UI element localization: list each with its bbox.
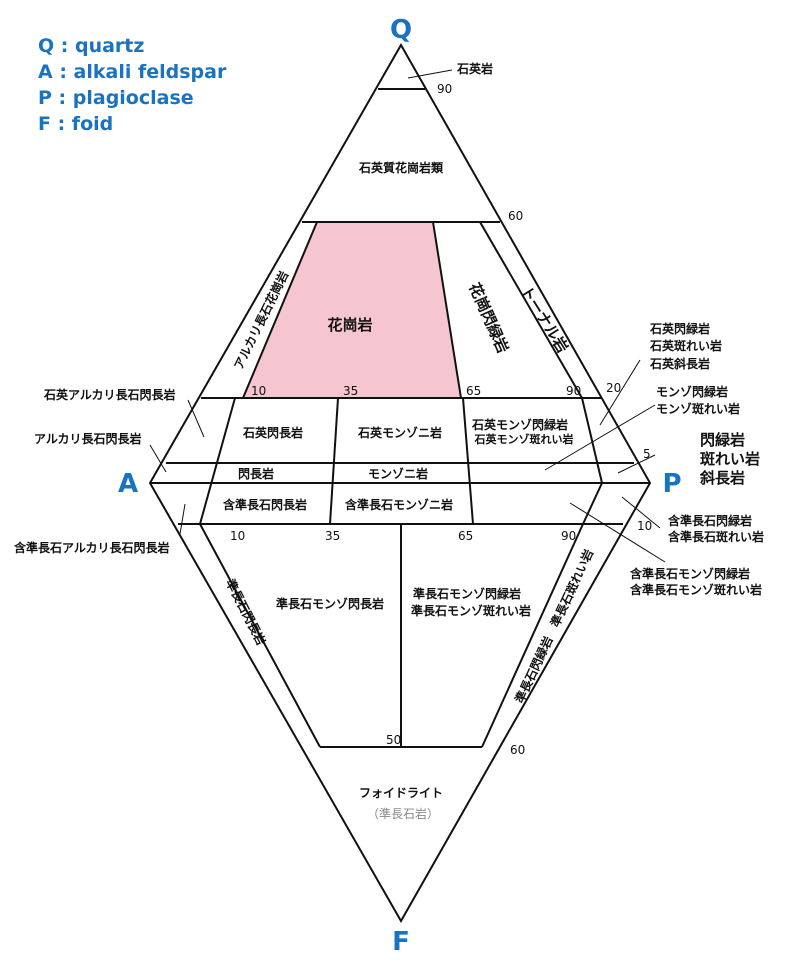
leader-quartzolite (407, 69, 453, 79)
leader-fas (179, 503, 186, 535)
vertex-a: A (118, 469, 138, 499)
leader-md (544, 404, 656, 471)
legend-a: A : alkali feldspar (38, 61, 227, 83)
line-m35 (329, 397, 339, 525)
tick-f50: 50 (386, 733, 401, 747)
tick-l10: 10 (230, 529, 245, 543)
field-monzonite: モンゾニ岩 (368, 466, 428, 481)
leader-fd (621, 496, 661, 529)
field-foidolite: フォイドライト (359, 786, 443, 800)
tick-q5: 5 (643, 447, 651, 461)
leader-qd (599, 359, 641, 426)
field-foidolite-sub: （準長石岩） (367, 806, 439, 821)
field-tonalite: トーナル岩 (517, 283, 572, 356)
line-u90 (479, 221, 583, 399)
field-foid-monzodiorite-2: 準長石モンゾ斑れい岩 (411, 603, 531, 618)
legend-p: P : plagioclase (38, 87, 194, 109)
callout-diorite-2: 斑れい岩 (700, 450, 760, 468)
vertex-f: F (392, 927, 410, 957)
field-syenite: 閃長岩 (238, 466, 274, 481)
line-m10 (199, 397, 236, 525)
callout-foid-alkali-syenite: 含準長石アルカリ長石閃長岩 (14, 540, 170, 555)
tick-f60: 60 (510, 743, 525, 757)
tick-u90: 90 (566, 384, 581, 398)
field-quartz-monzodiorite-2: 石英モンゾ斑れい岩 (474, 432, 574, 446)
line-l10 (199, 523, 321, 748)
field-granodiorite: 花崗閃緑岩 (465, 280, 512, 356)
legend: Q : quartz A : alkali feldspar P : plagi… (38, 33, 226, 137)
callout-quartz-alkali-syenite: 石英アルカリ長石閃長岩 (43, 387, 176, 402)
legend-f: F : foid (38, 113, 114, 135)
callout-diorite-1: 閃緑岩 (700, 431, 745, 449)
leader-d (617, 454, 656, 474)
field-foid-diorite: 準長石閃緑岩 準長石斑れい岩 (512, 547, 597, 706)
line-m65 (462, 397, 474, 525)
line-m90 (581, 397, 603, 484)
tick-f10: 10 (637, 519, 652, 533)
field-foid-monzonite: 含準長石モンゾニ岩 (345, 497, 453, 512)
field-quartzolite: 石英岩 (456, 61, 493, 76)
callout-foid-diorite-1: 含準長石閃緑岩 (668, 513, 752, 528)
tick-l90: 90 (561, 529, 576, 543)
tick-q60: 60 (508, 209, 523, 223)
legend-q: Q : quartz (38, 35, 145, 57)
field-foid-monzodiorite-1: 準長石モンゾ閃緑岩 (413, 586, 521, 601)
tick-u65: 65 (466, 384, 481, 398)
callout-quartz-diorite-2: 石英斑れい岩 (649, 338, 722, 353)
field-quartz-syenite: 石英閃長岩 (242, 425, 303, 440)
vertex-p: P (662, 469, 681, 499)
field-granite: 花崗岩 (327, 316, 372, 334)
callout-monzodiorite-2: モンゾ斑れい岩 (656, 401, 740, 416)
tick-l65: 65 (458, 529, 473, 543)
callout-foid-monzodiorite-2: 含準長石モンゾ斑れい岩 (630, 582, 762, 597)
callout-diorite-3: 斜長岩 (699, 469, 745, 487)
diagram-outline (148, 42, 652, 924)
granite-field (243, 222, 461, 398)
field-quartz-rich-granitoid: 石英質花崗岩類 (358, 160, 444, 175)
field-quartz-monzonite: 石英モンゾニ岩 (357, 425, 442, 440)
callout-foid-diorite-2: 含準長石斑れい岩 (668, 529, 764, 544)
line-u65 (432, 221, 462, 399)
callout-alkali-syenite: アルカリ長石閃長岩 (34, 431, 142, 446)
vertex-q: Q (390, 15, 412, 45)
leader-fmd (569, 502, 666, 563)
field-quartz-monzodiorite-1: 石英モンゾ閃緑岩 (471, 417, 568, 432)
callout-quartz-diorite-1: 石英閃緑岩 (649, 321, 710, 336)
field-foid-syenite: 含準長石閃長岩 (223, 497, 307, 512)
leader-as (149, 444, 167, 473)
callout-quartz-diorite-3: 石英斜長岩 (649, 356, 710, 371)
line-u35 (242, 221, 318, 399)
tick-q20: 20 (606, 381, 621, 395)
callout-foid-monzodiorite-1: 含準長石モンゾ閃緑岩 (630, 566, 750, 581)
tick-l35: 35 (325, 529, 340, 543)
field-foid-monzosyenite: 準長石モンゾ閃長岩 (276, 596, 384, 611)
leader-qas (187, 399, 205, 438)
tick-q90: 90 (437, 82, 452, 96)
tick-u35: 35 (343, 384, 358, 398)
callout-monzodiorite-1: モンゾ閃緑岩 (656, 384, 728, 399)
tick-u10: 10 (251, 384, 266, 398)
field-foid-syenite-lower: 準長石閃長岩 (223, 576, 269, 647)
line-l90 (481, 523, 584, 748)
line-m90b (582, 482, 603, 525)
